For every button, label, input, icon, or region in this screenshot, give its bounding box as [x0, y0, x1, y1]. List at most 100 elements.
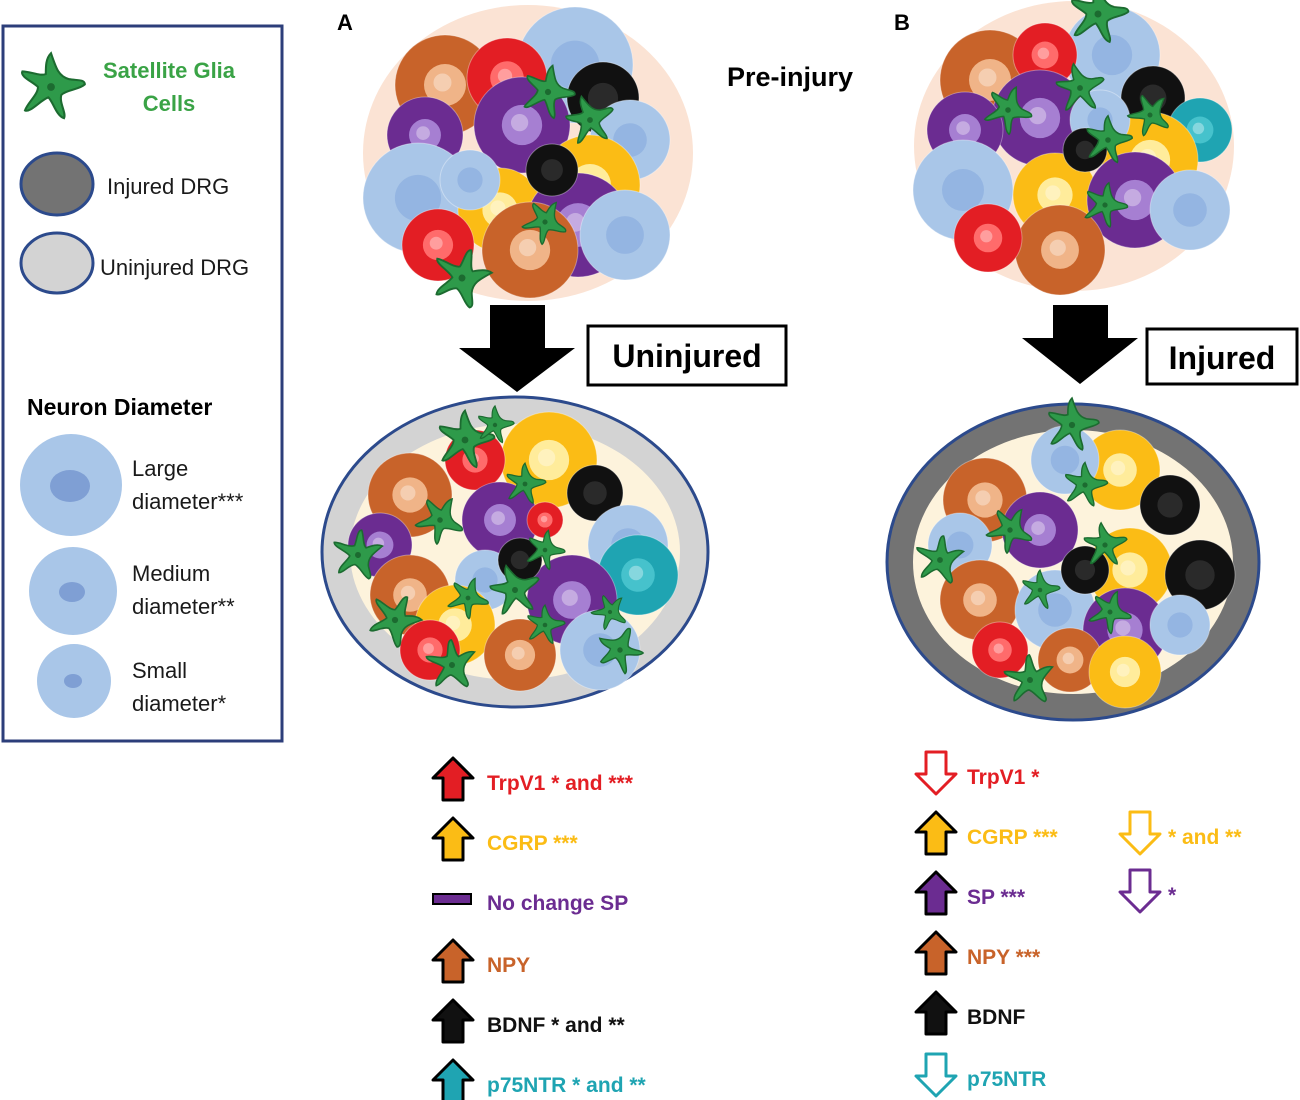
neuron-red: [971, 621, 1029, 679]
neuron-black: [525, 143, 579, 197]
marker-label: CGRP ***: [487, 832, 578, 855]
marker-label: SP ***: [967, 886, 1026, 909]
arrow-up-icon: [431, 816, 475, 862]
neuron-orange: [1037, 627, 1103, 693]
marker-label: TrpV1 *: [967, 766, 1040, 789]
marker-row: TrpV1 * and ***: [431, 756, 634, 802]
panel-b-pre-injury-cluster: [912, 0, 1234, 296]
marker-label: BDNF * and **: [487, 1014, 626, 1037]
neuron-light: [1149, 169, 1231, 251]
marker-label: NPY: [487, 954, 530, 977]
panel-b-injured-drg: [885, 397, 1261, 722]
neuron-light: [439, 149, 501, 211]
panel-a-transition-arrow: [459, 305, 575, 392]
legend-large-line1: Large: [132, 456, 188, 481]
neuron-orange: [1014, 204, 1106, 296]
neuron-red: [1012, 22, 1078, 88]
neuron-orange: [483, 618, 557, 692]
neuron-black: [1164, 539, 1236, 611]
arrow-up-icon: [914, 990, 958, 1036]
panel-b-side-marker-list: * and ** *: [1118, 810, 1242, 914]
marker-row: * and **: [1118, 810, 1242, 856]
legend-medium-line2: diameter**: [132, 594, 235, 619]
marker-label: TrpV1 * and ***: [487, 772, 634, 795]
marker-row: p75NTR * and **: [431, 1058, 647, 1100]
arrow-up-icon: [914, 870, 958, 916]
arrow-down-outline-icon: [914, 750, 958, 796]
panel-a-pre-injury-cluster: [362, 5, 693, 314]
arrow-up-icon: [914, 930, 958, 976]
neuron-red: [953, 203, 1023, 273]
no-change-bar-icon: [432, 893, 472, 905]
medium-neuron-nucleus: [59, 582, 85, 602]
marker-row: NPY ***: [914, 930, 1041, 976]
marker-row: BDNF: [914, 990, 1025, 1036]
neuron-red: [401, 208, 475, 282]
panel-b-letter: B: [894, 10, 910, 35]
arrow-up-icon: [431, 1058, 475, 1100]
marker-row: CGRP ***: [431, 816, 578, 862]
neuron-black: [566, 464, 624, 522]
legend-glia-line1: Satellite Glia: [103, 58, 236, 83]
marker-row: NPY: [431, 938, 530, 984]
panel-a-pre-neurons: [362, 6, 671, 314]
marker-label: *: [1168, 884, 1177, 907]
legend-panel: Satellite Glia Cells Injured DRG Uninjur…: [1, 24, 284, 743]
neuron-diameter-title: Neuron Diameter: [27, 394, 212, 420]
arrow-up-icon: [914, 810, 958, 856]
neuron-yellow: [1088, 635, 1162, 709]
large-neuron-nucleus: [50, 470, 90, 502]
uninjured-label: Uninjured: [612, 338, 761, 374]
arrow-up-icon: [431, 756, 475, 802]
panel-b-marker-list: TrpV1 * CGRP *** SP *** NPY *** BDNF p75NTR: [914, 750, 1058, 1098]
pre-injury-label: Pre-injury: [727, 62, 853, 92]
panel-b-pre-neurons: [912, 0, 1233, 296]
neuron-yellow: [1079, 429, 1161, 511]
injured-label-box: [1145, 327, 1299, 386]
panel-a-letter: A: [337, 10, 353, 35]
uninjured-label-box: [586, 324, 788, 387]
neuron-red: [526, 501, 564, 539]
legend-glia-line2: Cells: [143, 91, 196, 116]
marker-row: No change SP: [432, 892, 628, 915]
panel-b-drg-neurons: [910, 397, 1236, 716]
legend-medium-line1: Medium: [132, 561, 210, 586]
legend-border: [1, 24, 284, 743]
marker-label: p75NTR * and **: [487, 1074, 647, 1097]
neuron-teal: [597, 534, 679, 616]
marker-row: p75NTR: [914, 1052, 1046, 1098]
marker-row: BDNF * and **: [431, 998, 626, 1044]
injured-label: Injured: [1169, 340, 1276, 376]
marker-label: No change SP: [487, 892, 628, 915]
panel-b-transition-arrow: [1022, 305, 1138, 384]
legend-large-line2: diameter***: [132, 489, 244, 514]
panel-a-marker-list: TrpV1 * and *** CGRP *** No change SP NPY BD…: [431, 756, 647, 1100]
neuron-light: [579, 189, 671, 281]
legend-small-line1: Small: [132, 658, 187, 683]
marker-row: CGRP ***: [914, 810, 1058, 856]
arrow-down-outline-icon: [1118, 868, 1162, 914]
marker-label: BDNF: [967, 1006, 1025, 1029]
marker-row: SP ***: [914, 870, 1026, 916]
neuron-black: [1139, 474, 1201, 536]
marker-label: CGRP ***: [967, 826, 1058, 849]
neuron-light: [1149, 594, 1211, 656]
marker-label: p75NTR: [967, 1068, 1046, 1091]
arrow-down-outline-icon: [914, 1052, 958, 1098]
arrow-up-icon: [431, 998, 475, 1044]
marker-row: *: [1118, 868, 1177, 914]
arrow-up-icon: [431, 938, 475, 984]
neuron-orange: [481, 201, 579, 299]
legend-uninjured-drg: Uninjured DRG: [100, 255, 249, 280]
small-neuron-nucleus: [64, 674, 82, 688]
legend-small-line2: diameter*: [132, 691, 227, 716]
injured-drg-swatch: [19, 151, 95, 217]
uninjured-drg-swatch: [19, 231, 95, 295]
panel-a-uninjured-drg: [320, 395, 710, 709]
marker-label: NPY ***: [967, 946, 1041, 969]
panel-a-drg-neurons: [327, 405, 679, 701]
marker-row: TrpV1 *: [914, 750, 1040, 796]
marker-label: * and **: [1168, 826, 1242, 849]
legend-injured-drg: Injured DRG: [107, 174, 229, 199]
